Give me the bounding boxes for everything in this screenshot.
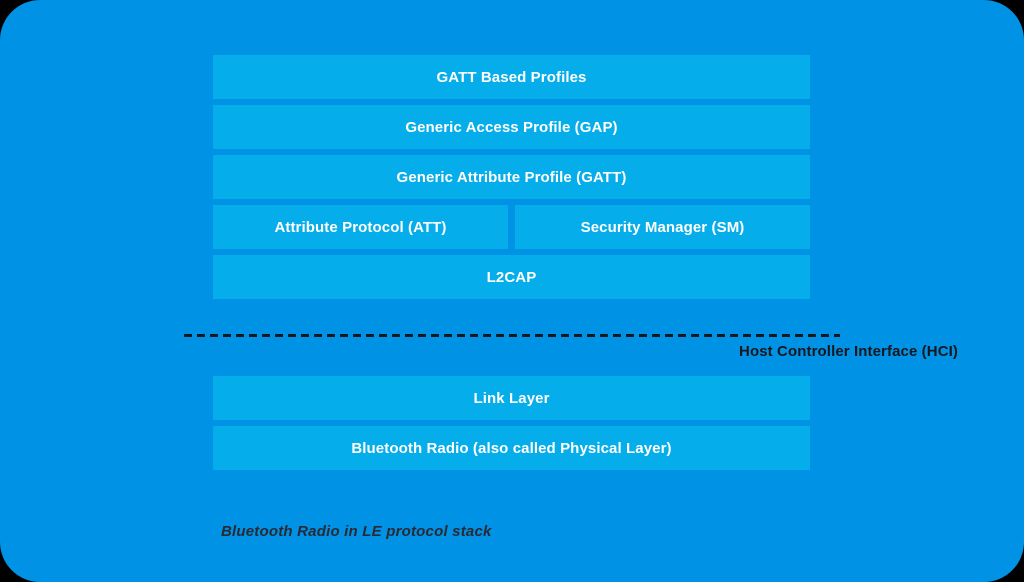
layer-label: Bluetooth Radio (also called Physical La… bbox=[351, 439, 672, 457]
layer-label: GATT Based Profiles bbox=[436, 68, 587, 86]
stack-row: Bluetooth Radio (also called Physical La… bbox=[213, 426, 810, 470]
hci-label: Host Controller Interface (HCI) bbox=[739, 343, 958, 360]
controller-protocol-stack: Link Layer Bluetooth Radio (also called … bbox=[213, 376, 810, 476]
layer-label: Generic Access Profile (GAP) bbox=[405, 118, 618, 136]
stack-row: Generic Access Profile (GAP) bbox=[213, 105, 810, 149]
hci-dashed-divider bbox=[184, 334, 840, 337]
layer-label: Generic Attribute Profile (GATT) bbox=[396, 168, 627, 186]
stack-row: Link Layer bbox=[213, 376, 810, 420]
layer-box-generic-access-profile[interactable]: Generic Access Profile (GAP) bbox=[213, 105, 810, 149]
stack-row: Generic Attribute Profile (GATT) bbox=[213, 155, 810, 199]
layer-label: Security Manager (SM) bbox=[580, 218, 745, 236]
layer-label: Attribute Protocol (ATT) bbox=[274, 218, 447, 236]
diagram-caption: Bluetooth Radio in LE protocol stack bbox=[221, 523, 492, 540]
host-protocol-stack: GATT Based Profiles Generic Access Profi… bbox=[213, 55, 810, 305]
layer-label: L2CAP bbox=[486, 268, 537, 286]
layer-box-l2cap[interactable]: L2CAP bbox=[213, 255, 810, 299]
layer-box-link-layer[interactable]: Link Layer bbox=[213, 376, 810, 420]
stack-row-split: Attribute Protocol (ATT) Security Manage… bbox=[213, 205, 810, 249]
layer-box-generic-attribute-profile[interactable]: Generic Attribute Profile (GATT) bbox=[213, 155, 810, 199]
layer-box-security-manager[interactable]: Security Manager (SM) bbox=[515, 205, 810, 249]
layer-box-attribute-protocol[interactable]: Attribute Protocol (ATT) bbox=[213, 205, 508, 249]
layer-box-bluetooth-radio[interactable]: Bluetooth Radio (also called Physical La… bbox=[213, 426, 810, 470]
layer-box-gatt-based-profiles[interactable]: GATT Based Profiles bbox=[213, 55, 810, 99]
stack-row: L2CAP bbox=[213, 255, 810, 299]
layer-label: Link Layer bbox=[473, 389, 550, 407]
stack-row: GATT Based Profiles bbox=[213, 55, 810, 99]
